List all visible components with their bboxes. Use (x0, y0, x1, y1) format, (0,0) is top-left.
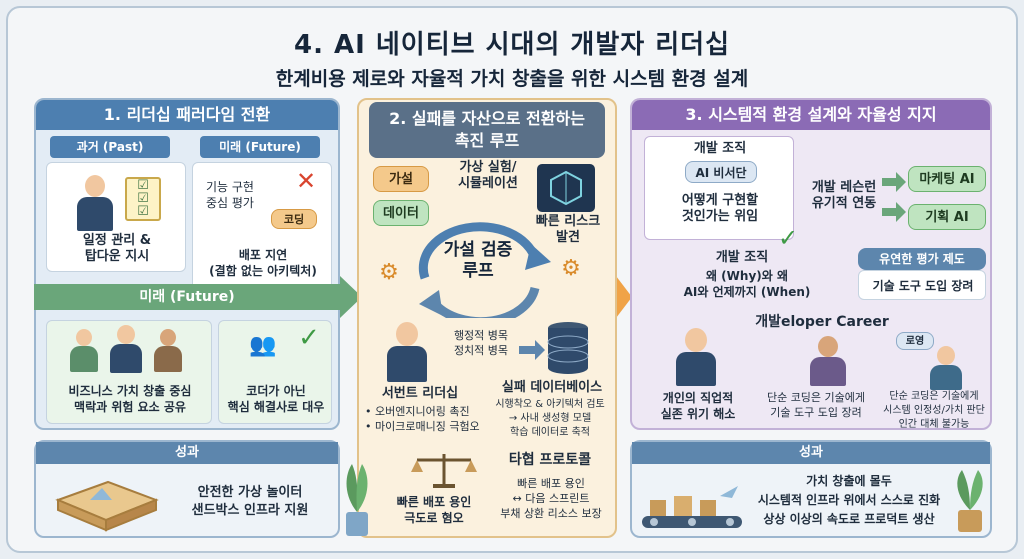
section3-header: 3. 시스템적 환경 설계와 자율성 지지 (632, 100, 990, 130)
section3-outcome: 성과 가치 창출에 몰두 시스템적 인프라 위에서 스스로 진화 상상 이상의 … (630, 440, 992, 538)
engineer-figure (928, 346, 964, 390)
simulation-cube-icon (537, 164, 595, 212)
checklist-icon: ☑☑☑ (125, 177, 161, 221)
dev-org2-label: 개발 조직 (715, 250, 769, 265)
future-caption-2: 배포 지연 (결함 없는 아키텍처) (209, 248, 317, 278)
section-system-design: 3. 시스템적 환경 설계와 자율성 지지 개발 조직 AI 비서단 어떻게 구… (630, 98, 992, 430)
plant-icon (957, 470, 983, 532)
team-icon: 👥 (249, 333, 277, 358)
compromise-text: 빠른 배포 용인 ↔ 다음 스프린트 부채 상환 리소스 보장 (500, 477, 602, 520)
crisis-text: 개인의 직업적 실존 위기 해소 (660, 391, 736, 421)
simple-coding-text: 단순 코딩은 기술에게 기술 도구 도입 장려 (766, 391, 866, 419)
page-subtitle: 한계비용 제로와 자율적 가치 창출을 위한 시스템 환경 설계 (275, 68, 749, 90)
flex-eval-header: 유연한 평가 제도 (858, 248, 986, 270)
hypothesis-pill: 가설 (373, 166, 429, 192)
lessons-text: 개발 레슨런 유기적 연동 (811, 180, 877, 211)
future-tag: 미래 (Future) (200, 136, 320, 158)
data-pill: 데이터 (373, 200, 429, 226)
balance-text: 빠른 배포 용인 극도로 혐오 (396, 495, 472, 525)
future-bottom-right: 코더가 아닌 핵심 해결사로 대우 (227, 384, 325, 414)
sandbox-icon (55, 480, 159, 532)
section1-outcome-head: 성과 (36, 442, 338, 464)
past-tag: 과거 (Past) (50, 136, 170, 158)
right-arrow-icon (519, 340, 545, 360)
developer-figure (674, 328, 718, 386)
plant-icon (346, 464, 368, 536)
db-title: 실패 데이터베이스 (501, 380, 603, 395)
manager-figure (75, 175, 115, 231)
roadmap-badge: 로영 (896, 332, 934, 350)
x-mark-icon: ✕ (295, 167, 317, 195)
loop-arrows-icon (418, 222, 551, 318)
team-lead-icon (109, 325, 143, 373)
tool-adoption-card: 기술 도구 도입 장려 (858, 270, 986, 300)
page-title: 4. AI 네이티브 시대의 개발자 리더십 (294, 30, 730, 60)
past-caption: 일정 관리 & 탑다운 지시 (82, 233, 152, 264)
section-leadership-shift: 1. 리더십 패러다임 전환 과거 (Past) 미래 (Future) ☑☑☑… (34, 98, 340, 430)
past-card: ☑☑☑ 일정 관리 & 탑다운 지시 (46, 162, 186, 272)
solver-card: 👥 ✓ 코더가 아닌 핵심 해결사로 대우 (218, 320, 332, 424)
future-team-card: 비즈니스 가치 창출 중심 맥락과 위험 요소 공유 (46, 320, 212, 424)
simulation-label: 가상 실험/ 시뮬레이션 (458, 160, 518, 191)
dev-org-label: 개발 조직 (693, 141, 747, 156)
dev-org-card: 개발 조직 AI 비서단 어떻게 구현할 것인가는 위임 (644, 136, 794, 240)
team-member-icon (153, 329, 183, 373)
marketing-ai-pill: 마케팅 AI (908, 166, 986, 192)
database-icon (547, 322, 589, 374)
db-text: 시행착오 & 아키텍처 검토 → 사내 생성형 모델 학습 데이터로 축적 (495, 399, 605, 438)
irreplaceable-text: 단순 코딩은 기술에게 시스템 인정성/가치 판단 인간 대체 불가능 (883, 391, 985, 430)
check-icon: ✓ (298, 323, 320, 353)
section1-outcome-text: 안전한 가상 놀이터 샌드박스 인프라 지원 (191, 485, 309, 518)
risk-label: 빠른 리스크 발견 (535, 214, 601, 245)
balance-scale-icon (411, 454, 477, 488)
bottleneck-label: 행정적 병목 정치적 병목 (453, 329, 509, 357)
team-member-icon (69, 329, 99, 373)
section3-outcome-head: 성과 (632, 442, 990, 464)
future-card: 기능 구현 중심 평가 코딩 ✕ 배포 지연 (결함 없는 아키텍처) (192, 162, 332, 292)
gear-icon: ⚙ (561, 256, 581, 281)
section1-outcome: 성과 안전한 가상 놀이터 샌드박스 인프라 지원 (34, 440, 340, 538)
future-caption-1: 기능 구현 중심 평가 (206, 180, 254, 210)
compromise-title: 타협 프로토콜 (508, 452, 592, 468)
gear-icon: ⚙ (379, 260, 399, 285)
band-arrow-icon (340, 276, 362, 318)
section2-header: 2. 실패를 자산으로 전환하는 촉진 루프 (369, 102, 605, 158)
servant-items: • 오버엔지니어링 촉진 • 마이크로매니징 극험오 (365, 405, 480, 433)
check-icon: ✓ (777, 224, 799, 252)
section3-outcome-text: 가치 창출에 몰두 시스템적 인프라 위에서 스스로 진화 상상 이상의 속도로… (757, 474, 941, 526)
delegation-text: 어떻게 구현할 것인가는 위임 (681, 193, 759, 224)
section1-header: 1. 리더십 패러다임 전환 (36, 100, 338, 130)
coding-badge: 코딩 (271, 209, 317, 229)
planning-ai-pill: 기획 AI (908, 204, 986, 230)
conveyor-belt-icon (642, 486, 742, 528)
link-arrows-icon (882, 172, 906, 222)
why-when-text: 왜 (Why)와 왜 AI와 언제까지 (When) (683, 269, 811, 299)
servant-leader-figure (385, 322, 429, 382)
section-arrow-icon (616, 276, 632, 318)
tool-adoption-text: 기술 도구 도입 장려 (872, 279, 974, 293)
loop-label: 가설 검증 루프 (443, 240, 513, 281)
career-title: 개발eloper Career (755, 314, 889, 330)
future-bottom-left: 비즈니스 가치 창출 중심 맥락과 위험 요소 공유 (68, 384, 192, 414)
ai-secretary-badge: AI 비서단 (685, 161, 757, 183)
section-failure-loop: 2. 실패를 자산으로 전환하는 촉진 루프 가설 데이터 가상 실험/ 시뮬레… (357, 98, 617, 538)
servant-title: 서번트 리더십 (381, 386, 459, 401)
future-band: 미래 (Future) (34, 284, 340, 310)
colleague-figure (808, 336, 848, 386)
